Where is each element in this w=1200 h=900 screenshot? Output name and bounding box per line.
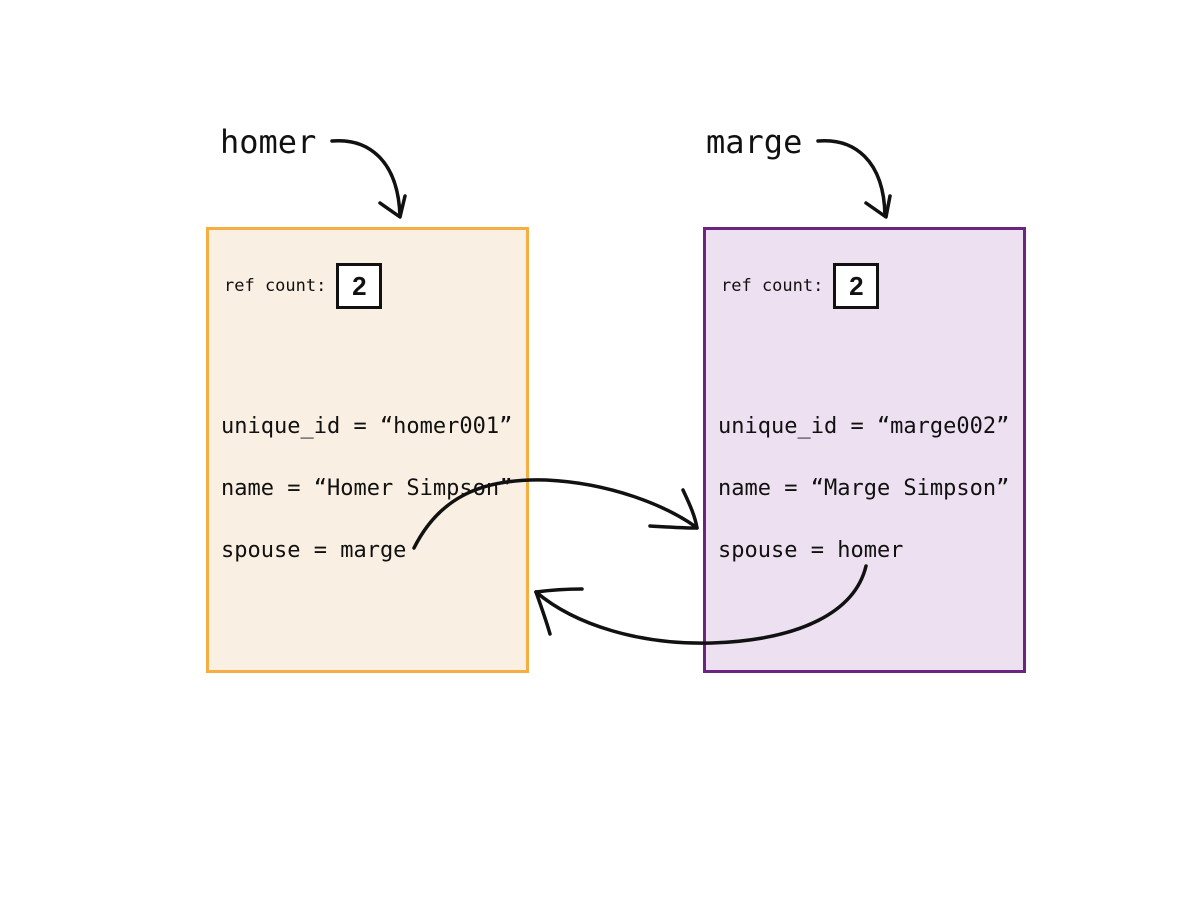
homer-ref-count-value: 2 [336, 263, 383, 309]
homer-pointer-arrow [330, 139, 407, 219]
marge-ref-count-value: 2 [833, 263, 880, 309]
marge-variable-label: marge [706, 123, 803, 161]
marge-object-box: ref count: 2 unique_id = “marge002” name… [703, 227, 1026, 673]
marge-ref-count-row: ref count: 2 [721, 263, 880, 309]
marge-ref-count-label: ref count: [721, 276, 824, 296]
homer-ref-count-row: ref count: 2 [224, 263, 383, 309]
marge-name-field: name = “Marge Simpson” [718, 476, 1010, 501]
marge-unique-id-field: unique_id = “marge002” [718, 414, 1010, 439]
homer-unique-id-field: unique_id = “homer001” [221, 414, 513, 439]
homer-spouse-field: spouse = marge [221, 538, 407, 563]
homer-ref-count-label: ref count: [224, 276, 327, 296]
homer-name-field: name = “Homer Simpson” [221, 476, 513, 501]
homer-variable-label: homer [220, 123, 317, 161]
marge-spouse-field: spouse = homer [718, 538, 904, 563]
marge-pointer-arrow [816, 139, 892, 219]
homer-object-box: ref count: 2 unique_id = “homer001” name… [206, 227, 529, 673]
